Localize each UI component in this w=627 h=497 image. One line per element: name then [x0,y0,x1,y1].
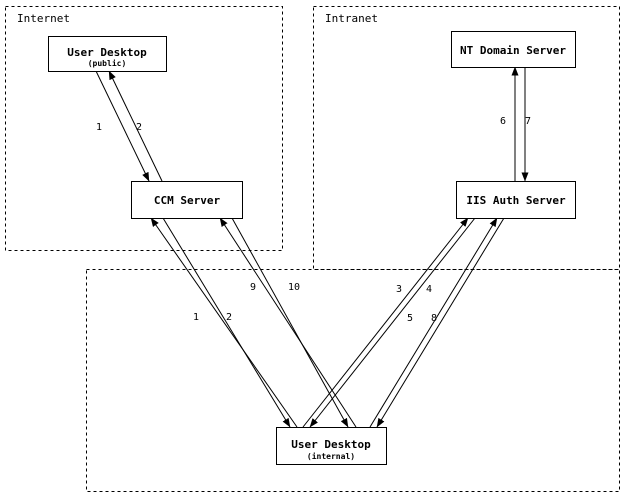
flow-line-8-internal [376,217,505,428]
step-label-5: 5 [407,313,413,324]
flow-line-1-public [95,70,150,182]
flow-line-2-internal [162,217,291,428]
node-user-desktop-public[interactable]: User Desktop (public) [48,36,167,72]
step-label-1-public: 1 [96,122,102,133]
flow-line-4-internal [309,217,476,428]
flow-internal-desktop-iis-58 [369,217,505,428]
node-subtitle-user-desktop-internal: (internal) [307,451,355,461]
zone-label-intranet: Intranet [325,12,378,25]
node-subtitle-user-desktop-public: (public) [88,58,127,68]
node-title-iis-auth-server: IIS Auth Server [466,194,566,207]
node-box-user-desktop-internal[interactable] [276,427,387,465]
flow-line-3-internal [302,217,469,428]
step-label-4: 4 [426,284,432,295]
step-labels: 1 2 1 2 3 4 5 6 7 8 9 10 [96,116,531,324]
flow-internal-desktop-iis-34 [302,217,476,428]
zone-internal-lan-boundary [86,269,620,492]
zone-label-internet: Internet [17,12,70,25]
step-label-3: 3 [396,284,402,295]
step-label-2-internal: 2 [226,312,232,323]
flow-line-10-internal [231,217,349,428]
node-box-ccm-server[interactable] [131,181,243,219]
zone-boundaries [5,6,620,492]
node-nt-domain-server[interactable]: NT Domain Server [451,31,576,68]
flow-line-9-internal [219,217,357,428]
step-label-9: 9 [250,282,256,293]
node-title-ccm-server: CCM Server [154,194,221,207]
flow-internal-desktop-ccm-12 [150,217,298,428]
node-ccm-server[interactable]: CCM Server [131,181,243,219]
step-label-2-public: 2 [136,122,142,133]
flow-line-2-public [108,70,163,182]
step-label-10: 10 [288,282,300,293]
node-box-iis-auth-server[interactable] [456,181,576,219]
node-box-user-desktop-public[interactable] [48,36,167,72]
flow-line-5-internal [369,217,498,428]
step-label-8: 8 [431,313,437,324]
node-title-nt-domain-server: NT Domain Server [460,44,566,57]
step-label-1-internal: 1 [193,312,199,323]
node-box-nt-domain-server[interactable] [451,31,576,68]
node-title-user-desktop-internal: User Desktop [291,438,371,451]
node-iis-auth-server[interactable]: IIS Auth Server [456,181,576,219]
step-label-6: 6 [500,116,506,127]
flow-line-1-internal [150,217,298,428]
node-title-user-desktop-public: User Desktop [67,46,147,59]
flow-iis-nt-domain [511,66,529,182]
step-label-7: 7 [525,116,531,127]
node-user-desktop-internal[interactable]: User Desktop (internal) [276,427,387,465]
flow-internal-desktop-ccm-910 [219,217,357,428]
flow-public-desktop-ccm [95,70,163,182]
zone-internet-boundary [5,6,283,251]
